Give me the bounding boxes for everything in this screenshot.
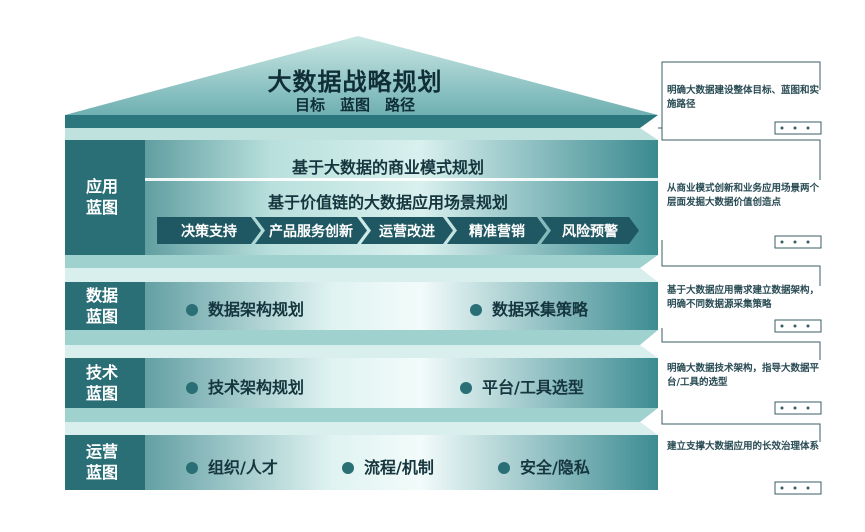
value-chain-title: 基于价值链的大数据应用场景规划 <box>267 193 508 212</box>
bullet-icon <box>342 462 354 474</box>
connector-lines <box>658 61 821 442</box>
data-item: 数据架构规划 <box>186 296 304 320</box>
chevron-operation-improvement: 运营改进 <box>361 217 453 244</box>
business-model-title: 基于大数据的商业模式规划 <box>291 158 484 177</box>
chevron-product-innovation: 产品服务创新 <box>255 217 367 244</box>
bullet-icon <box>470 304 482 316</box>
data-blueprint-label: 数据 蓝图 <box>85 286 118 326</box>
chevron-precision-marketing: 精准营销 <box>447 217 547 244</box>
bullet-icon <box>498 462 510 474</box>
tech-item: 技术架构规划 <box>186 374 304 398</box>
chevron-risk-warning: 风险预警 <box>541 217 639 244</box>
ops-blueprint-label: 运营 蓝图 <box>85 442 118 482</box>
ops-item: 安全/隐私 <box>498 454 590 478</box>
bullet-icon <box>186 462 198 474</box>
roof <box>65 36 658 115</box>
bullet-icon <box>186 304 198 316</box>
ops-band <box>65 435 658 490</box>
tech-item: 平台/工具选型 <box>460 374 584 398</box>
roof-title: 大数据战略规划 <box>267 68 443 96</box>
bullet-icon <box>460 382 472 394</box>
note-application: 从商业模式创新和业务应用场景两个层面发掘大数据价值创造点 <box>667 183 820 208</box>
data-band <box>65 282 658 330</box>
roof-eave <box>65 115 658 128</box>
data-item: 数据采集策略 <box>470 296 588 320</box>
circuit-dots <box>780 126 810 490</box>
ops-item: 组织/人才 <box>186 454 278 478</box>
roof-subtitle: 目标 蓝图 路径 <box>294 96 415 114</box>
tech-blueprint-label: 技术 蓝图 <box>85 363 118 403</box>
note-data: 基于大数据应用需求建立数据架构，明确不同数据源采集策略 <box>667 285 820 310</box>
note-strategy: 明确大数据建设整体目标、蓝图和实施路径 <box>667 85 820 110</box>
chevron-decision-support: 决策支持 <box>157 217 261 244</box>
note-ops: 建立支撑大数据应用的长效治理体系 <box>667 441 820 452</box>
circuit-connectors <box>774 121 822 495</box>
application-blueprint-label: 应用 蓝图 <box>85 177 118 217</box>
tech-band <box>65 358 658 408</box>
bullet-icon <box>186 382 198 394</box>
ops-item: 流程/机制 <box>342 454 434 478</box>
note-tech: 明确大数据技术架构，指导大数据平台/工具的选型 <box>667 363 820 388</box>
